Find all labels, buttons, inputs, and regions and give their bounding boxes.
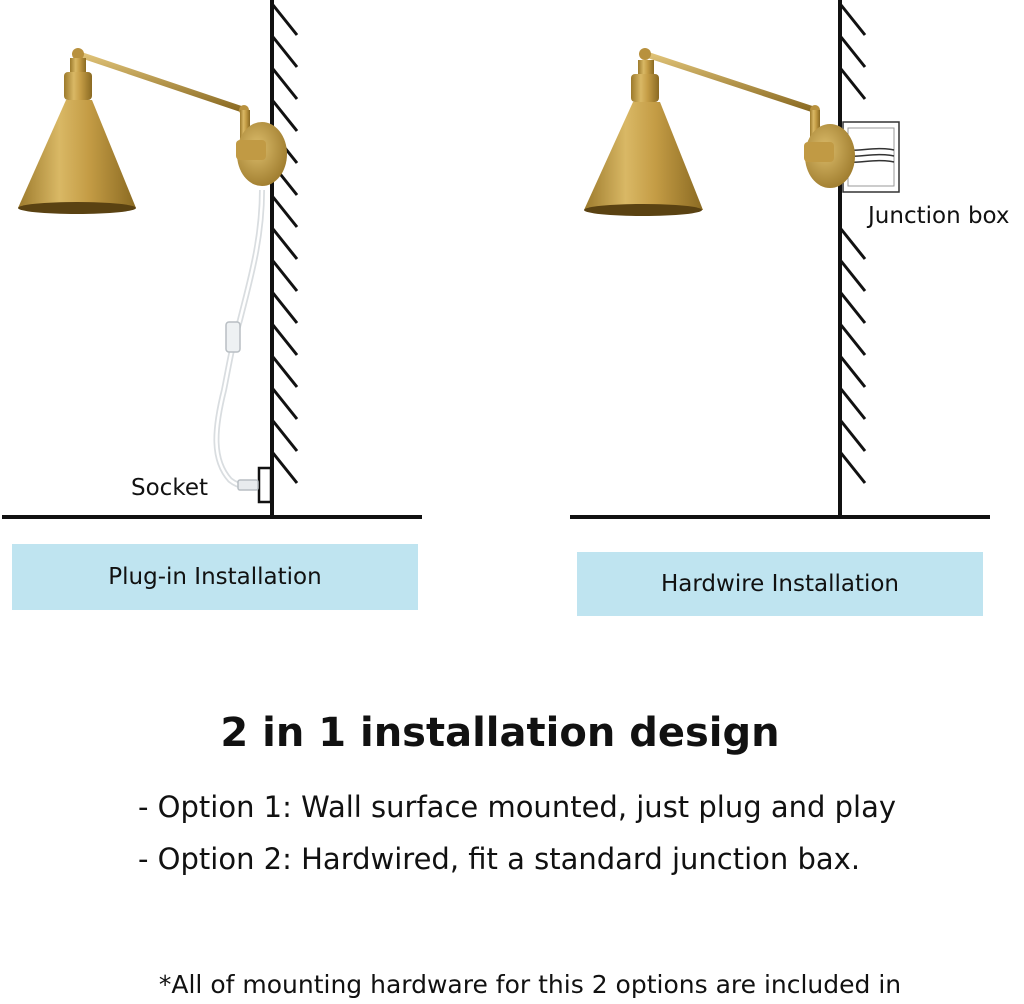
left-wall xyxy=(270,0,299,517)
wall-hatch-line xyxy=(839,356,867,388)
wall-hatch-line xyxy=(839,260,867,292)
wall-hatch-line xyxy=(271,452,299,484)
wall-hatch-line xyxy=(271,196,299,228)
wall-hatch-line xyxy=(839,228,867,260)
wall-hatch-line xyxy=(271,68,299,100)
headline: 2 in 1 installation design xyxy=(220,710,780,756)
wall-hatch-line xyxy=(839,452,867,484)
option-1: - Option 1: Wall surface mounted, just p… xyxy=(138,790,897,824)
option-2: - Option 2: Hardwired, fit a standard ju… xyxy=(138,842,861,876)
wall-hatch-line xyxy=(271,228,299,260)
wall-hatch-line xyxy=(839,388,867,420)
wall-hatch-line xyxy=(271,388,299,420)
right-wall xyxy=(838,0,867,517)
footnote: *All of mounting hardware for this 2 opt… xyxy=(158,970,902,999)
wall-hatch-line xyxy=(839,4,867,36)
hardwire-installation-text: Hardwire Installation xyxy=(660,571,900,597)
wall-hatch-line xyxy=(271,420,299,452)
left-lamp xyxy=(18,48,287,214)
wall-hatch-line xyxy=(271,356,299,388)
junction-box-label: Junction box xyxy=(868,203,1010,229)
wall-hatch-line xyxy=(271,324,299,356)
plug-in-installation-label: Plug-in Installation xyxy=(12,544,418,610)
power-cord-highlight xyxy=(215,189,264,488)
socket-label: Socket xyxy=(131,475,208,501)
inline-switch xyxy=(225,321,241,353)
wall-hatch-line xyxy=(839,324,867,356)
hardwire-installation-label: Hardwire Installation xyxy=(577,552,983,616)
plug-head xyxy=(237,479,259,491)
wall-hatch-line xyxy=(271,260,299,292)
wall-hatch-line xyxy=(271,36,299,68)
wall-hatch-line xyxy=(839,36,867,68)
wall-hatch-line xyxy=(839,292,867,324)
wall-hatch-line xyxy=(271,100,299,132)
wall-hatch-line xyxy=(839,420,867,452)
socket-outlet xyxy=(257,466,273,504)
right-lamp xyxy=(584,48,855,216)
plug-in-installation-text: Plug-in Installation xyxy=(108,564,322,590)
wall-hatch-line xyxy=(839,68,867,100)
wall-hatch-line xyxy=(271,292,299,324)
wall-hatch-line xyxy=(271,4,299,36)
